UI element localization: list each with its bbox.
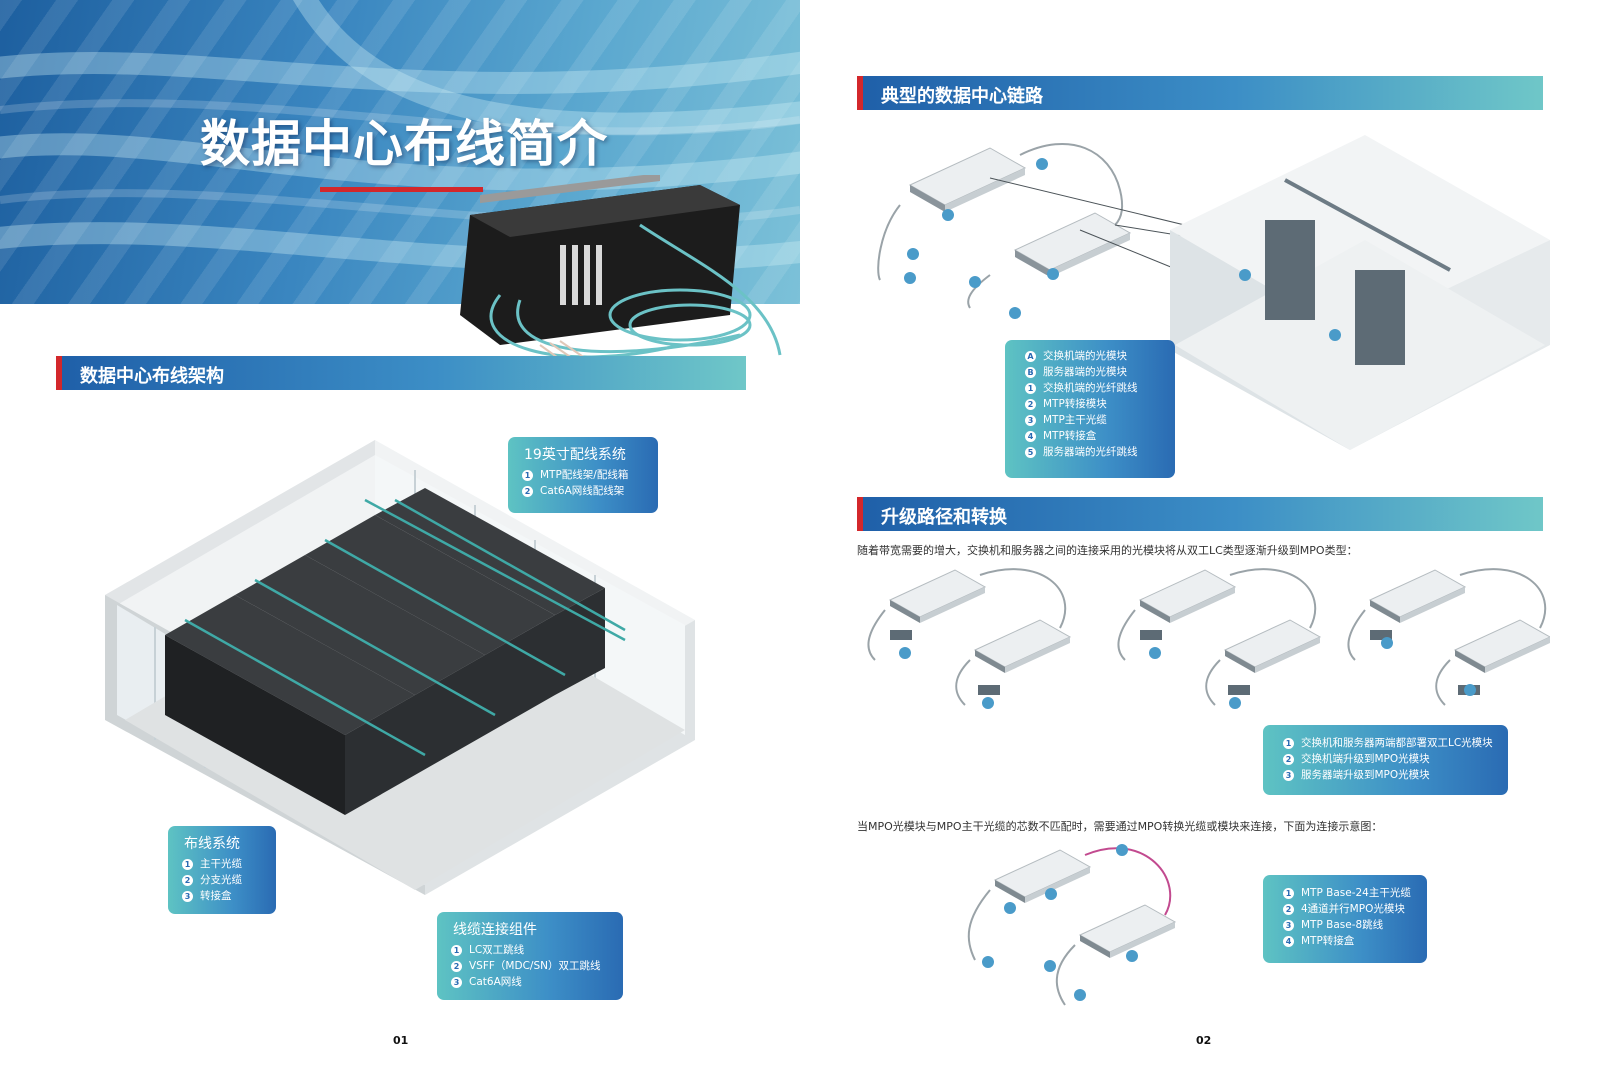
number-1-icon: 1 [1283, 887, 1294, 899]
conversion-diagram [967, 844, 1177, 1006]
legend-title: 线缆连接组件 [453, 922, 537, 938]
title-underline [320, 187, 483, 192]
number-1-icon: 1 [451, 944, 462, 956]
fiber-background-image [0, 0, 800, 273]
section-title: 升级路径和转换 [881, 507, 1007, 528]
number-3-icon: 3 [1025, 414, 1036, 426]
rack-illustration [1265, 220, 1405, 365]
section-marker [857, 497, 863, 531]
number-2-icon: 2 [522, 485, 533, 497]
upgrade-scenarios-diagram [867, 568, 1550, 709]
section-title: 典型的数据中心链路 [881, 86, 1043, 107]
number-1-icon: 1 [1283, 737, 1294, 749]
section-header-upgrade-path: 升级路径和转换 [857, 497, 1543, 531]
number-1-icon: 1 [182, 858, 193, 870]
server-device [1013, 212, 1132, 277]
page-number: 01 [393, 1034, 409, 1047]
number-2-icon: 2 [1283, 753, 1294, 765]
number-3-icon: 3 [182, 890, 193, 902]
section-title: 数据中心布线架构 [80, 366, 224, 387]
section-marker [56, 356, 62, 390]
section-header-typical-link: 典型的数据中心链路 [857, 76, 1543, 110]
number-3-icon: 3 [1283, 769, 1294, 781]
number-2-icon: 2 [1025, 398, 1036, 410]
switch-device [908, 147, 1027, 212]
data-center-room-illustration [105, 440, 695, 895]
number-2-icon: 2 [182, 874, 193, 886]
section-marker [857, 76, 863, 110]
upgrade-paragraph: 随着带宽需要的增大，交换机和服务器之间的连接采用的光模块将从双工LC类型逐渐升级… [857, 544, 1358, 557]
conversion-paragraph: 当MPO光模块与MPO主干光缆的芯数不匹配时，需要通过MPO转换光缆或模块来连接… [857, 820, 1383, 833]
number-3-icon: 3 [451, 976, 462, 988]
typical-link-diagram [877, 135, 1550, 450]
number-4-icon: 4 [1025, 430, 1036, 442]
section-header-architecture: 数据中心布线架构 [56, 356, 746, 390]
marker-b-icon: B [1025, 366, 1036, 378]
number-1-icon: 1 [1025, 382, 1036, 394]
marker-a-icon: A [1025, 350, 1036, 362]
number-1-icon: 1 [522, 469, 533, 481]
server-rack-rows [165, 488, 605, 815]
number-4-icon: 4 [1283, 935, 1294, 947]
number-3-icon: 3 [1283, 919, 1294, 931]
number-5-icon: 5 [1025, 446, 1036, 458]
scenario-device-pair [867, 568, 1072, 706]
number-2-icon: 2 [451, 960, 462, 972]
legend-title: 19英寸配线系统 [524, 447, 626, 463]
hero-title: 数据中心布线简介 [200, 115, 608, 173]
patch-panel-image [460, 175, 782, 371]
legend-title: 布线系统 [184, 836, 240, 852]
hero-banner [0, 0, 800, 304]
page-number: 02 [1196, 1034, 1212, 1047]
number-2-icon: 2 [1283, 903, 1294, 915]
